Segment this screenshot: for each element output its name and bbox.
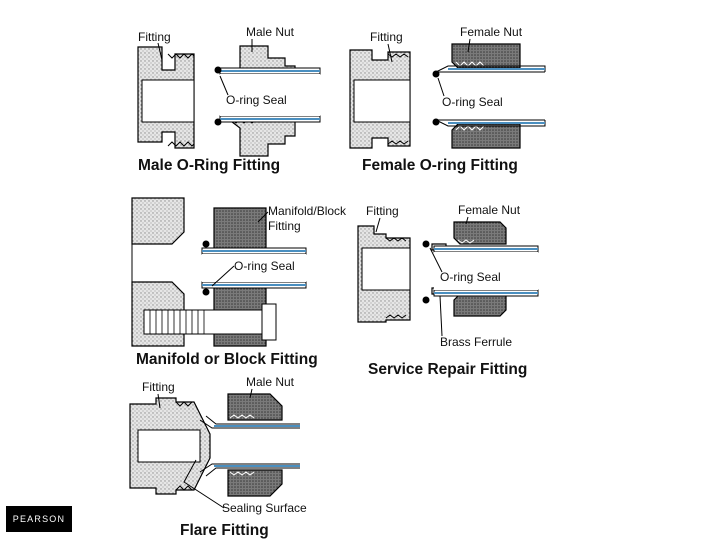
panel-caption: Female O-ring Fitting bbox=[362, 157, 518, 174]
manifold-block-label-line2: Fitting bbox=[268, 219, 301, 233]
female-nut-label: Female Nut bbox=[458, 203, 521, 217]
fitting-label: Fitting bbox=[370, 30, 403, 44]
male-nut-label: Male Nut bbox=[246, 375, 295, 389]
oring-bottom-marker bbox=[422, 296, 430, 304]
manifold-tube bbox=[201, 247, 307, 289]
oring-top-marker bbox=[422, 240, 430, 248]
publisher-logo: PEARSON bbox=[6, 506, 72, 532]
male-oring-panel: Fitting Male Nut O-ring Seal Male O-Ring… bbox=[137, 25, 321, 174]
flare-panel: Fitting Male Nut Sealing Surface Flare F… bbox=[129, 375, 307, 539]
flare-male-nut bbox=[227, 393, 283, 497]
flare-fitting-body bbox=[129, 397, 211, 495]
service-repair-panel: Fitting Female Nut O-ring Seal Brass Fer… bbox=[357, 203, 539, 378]
fitting-label: Fitting bbox=[138, 30, 171, 44]
oring-bottom-marker bbox=[202, 288, 210, 296]
oring-seal-label: O-ring Seal bbox=[440, 270, 501, 284]
fitting-label: Fitting bbox=[142, 380, 175, 394]
panel-caption: Male O-Ring Fitting bbox=[138, 157, 280, 174]
female-oring-panel: Fitting Female Nut O-ring Seal Female O-… bbox=[349, 25, 546, 174]
oring-seal-label: O-ring Seal bbox=[234, 259, 295, 273]
manifold-block-label: Manifold/Block bbox=[268, 204, 347, 218]
oring-seal-label: O-ring Seal bbox=[442, 95, 503, 109]
male-oring-fitting-body bbox=[137, 46, 195, 149]
male-nut-label: Male Nut bbox=[246, 25, 295, 39]
oring-bottom-marker bbox=[214, 118, 222, 126]
sealing-surface-label: Sealing Surface bbox=[222, 501, 307, 515]
panel-caption: Flare Fitting bbox=[180, 522, 269, 539]
panel-caption: Service Repair Fitting bbox=[368, 361, 527, 378]
female-nut bbox=[451, 43, 521, 149]
manifold-bolt bbox=[143, 303, 277, 341]
manifold-panel: Manifold/Block Fitting O-ring Seal Manif… bbox=[131, 197, 347, 368]
oring-top-marker bbox=[214, 66, 222, 74]
oring-seal-label: O-ring Seal bbox=[226, 93, 287, 107]
oring-top-marker bbox=[432, 70, 440, 78]
flare-tube bbox=[199, 415, 300, 477]
publisher-logo-text: PEARSON bbox=[12, 514, 66, 524]
service-repair-tube bbox=[433, 245, 539, 297]
service-repair-fitting-body bbox=[357, 225, 411, 323]
female-nut-label: Female Nut bbox=[460, 25, 523, 39]
brass-ferrule-label: Brass Ferrule bbox=[440, 335, 512, 349]
panel-caption: Manifold or Block Fitting bbox=[136, 351, 318, 368]
female-oring-tube bbox=[435, 65, 546, 127]
female-oring-fitting-body bbox=[349, 49, 411, 149]
oring-bottom-marker bbox=[432, 118, 440, 126]
oring-top-marker bbox=[202, 240, 210, 248]
service-repair-nut bbox=[453, 221, 507, 317]
fitting-label: Fitting bbox=[366, 204, 399, 218]
